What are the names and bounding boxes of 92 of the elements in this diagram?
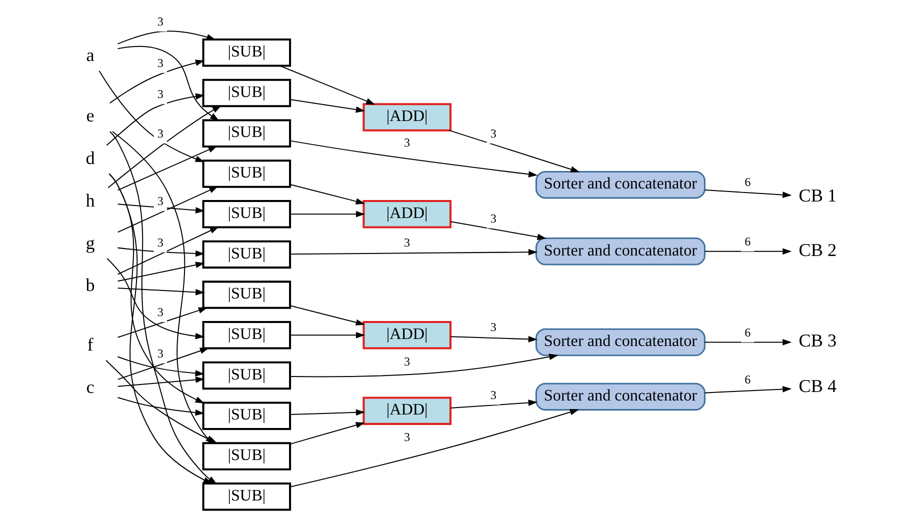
node-box: |SUB| bbox=[202, 361, 292, 390]
arrow bbox=[118, 30, 216, 44]
arrow bbox=[118, 146, 218, 191]
arrow bbox=[290, 422, 365, 445]
node-box: |ADD| bbox=[362, 396, 452, 425]
node-box: Sorter and concatenator bbox=[535, 238, 706, 266]
node-box: |SUB| bbox=[202, 78, 292, 108]
node-box: |ADD| bbox=[362, 200, 452, 228]
arrow bbox=[118, 288, 205, 296]
node-text: a bbox=[86, 45, 94, 66]
arrow bbox=[109, 174, 212, 484]
edge-label: 3 bbox=[157, 87, 164, 102]
node-text: f bbox=[87, 334, 94, 355]
node-text: CB 3 bbox=[798, 330, 837, 351]
arrow bbox=[704, 339, 792, 346]
edge-label: 3 bbox=[490, 126, 496, 141]
arrow bbox=[118, 186, 218, 233]
node-text: b bbox=[86, 275, 95, 296]
arrow bbox=[704, 189, 792, 198]
node-text: e bbox=[86, 106, 94, 126]
edge-label: 3 bbox=[404, 235, 410, 250]
arrow bbox=[290, 248, 538, 256]
edge-label: 3 bbox=[490, 388, 496, 402]
node-box: |SUB| bbox=[202, 240, 292, 269]
arrow bbox=[118, 397, 204, 416]
edge-label: 3 bbox=[157, 235, 164, 250]
arrow bbox=[108, 173, 204, 404]
node-text: c bbox=[86, 377, 94, 398]
edge-label: 3 bbox=[157, 56, 164, 70]
arrow bbox=[290, 409, 580, 488]
arrow bbox=[108, 105, 222, 188]
node-text: h bbox=[86, 190, 95, 210]
node-box: |SUB| bbox=[202, 160, 292, 188]
arrow bbox=[290, 332, 366, 338]
edge-label: 6 bbox=[744, 325, 751, 340]
arrow bbox=[450, 221, 546, 240]
arrow bbox=[290, 210, 366, 218]
arrow bbox=[290, 354, 558, 378]
node-text: g bbox=[86, 232, 95, 253]
edge-label: 3 bbox=[157, 305, 164, 320]
edge-label: 3 bbox=[490, 320, 496, 334]
node-box: |SUB| bbox=[202, 402, 292, 430]
node-box: |ADD| bbox=[362, 103, 452, 132]
arrow bbox=[290, 409, 366, 416]
arrow bbox=[290, 99, 366, 113]
arrow bbox=[118, 226, 220, 275]
arrow bbox=[106, 93, 205, 146]
arrow bbox=[280, 65, 376, 105]
arrow bbox=[450, 336, 538, 342]
arrow bbox=[118, 204, 205, 214]
arrow bbox=[98, 70, 204, 162]
edge-label: 3 bbox=[157, 126, 164, 141]
edge-label: 3 bbox=[157, 14, 164, 29]
edge-label: 3 bbox=[157, 346, 164, 360]
arrow bbox=[118, 348, 210, 380]
node-box: |SUB| bbox=[202, 321, 292, 350]
node-box: |SUB| bbox=[202, 482, 292, 511]
arrow bbox=[118, 262, 205, 282]
arrow bbox=[449, 130, 580, 172]
arrow bbox=[290, 184, 365, 204]
arrow bbox=[118, 46, 220, 121]
edge-label: 3 bbox=[404, 136, 410, 150]
node-box: |SUB| bbox=[202, 119, 292, 148]
edge-label: 6 bbox=[744, 372, 751, 387]
edge-label: 6 bbox=[744, 234, 751, 248]
arrow bbox=[118, 307, 208, 338]
node-box: |SUB| bbox=[202, 38, 292, 67]
node-box: |SUB| bbox=[202, 442, 292, 470]
edge-label: 6 bbox=[744, 174, 751, 189]
node-box: Sorter and concatenator bbox=[535, 382, 706, 411]
node-box: Sorter and concatenator bbox=[535, 170, 706, 199]
arrow bbox=[118, 376, 205, 387]
arrow bbox=[290, 140, 538, 178]
edge-label: 3 bbox=[490, 211, 496, 226]
arrow bbox=[704, 248, 792, 255]
arrow bbox=[450, 400, 538, 408]
arrow bbox=[290, 305, 365, 326]
node-text: CB 2 bbox=[798, 240, 837, 260]
arrow bbox=[118, 356, 204, 376]
arrow bbox=[118, 247, 205, 257]
node-box: Sorter and concatenator bbox=[535, 328, 706, 356]
node-box: |ADD| bbox=[362, 321, 452, 350]
edge-label: 3 bbox=[157, 194, 164, 208]
node-box: |SUB| bbox=[202, 200, 292, 228]
node-box: |SUB| bbox=[202, 280, 292, 309]
node-text: CB 4 bbox=[798, 376, 837, 396]
edge-label: 3 bbox=[404, 430, 410, 444]
node-text: CB 1 bbox=[798, 185, 837, 206]
arrow bbox=[704, 386, 792, 394]
node-text: d bbox=[86, 148, 95, 168]
arrow bbox=[106, 258, 204, 340]
edge-label: 3 bbox=[404, 354, 410, 369]
